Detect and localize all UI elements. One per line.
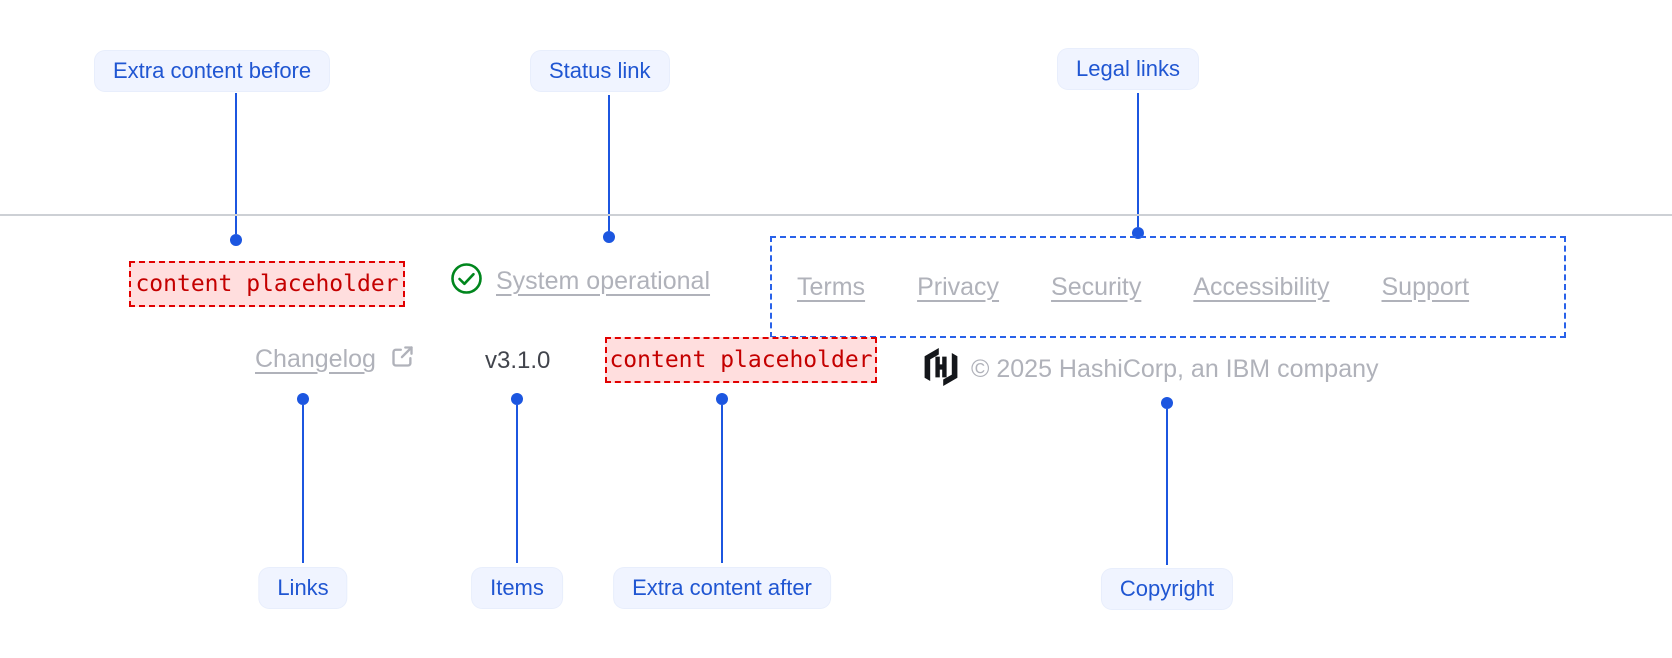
connector-dot xyxy=(511,393,523,405)
connector-line xyxy=(235,93,237,234)
placeholder-text: content placeholder xyxy=(135,271,399,297)
version-item: v3.1.0 xyxy=(485,347,551,374)
legal-link-accessibility[interactable]: Accessibility xyxy=(1193,272,1330,301)
annotation-label-extra-content-before: Extra content before xyxy=(95,51,330,91)
extra-content-before-placeholder: content placeholder xyxy=(129,261,405,307)
footer-top-divider xyxy=(0,214,1672,216)
legal-link-security[interactable]: Security xyxy=(1051,272,1142,301)
connector-line xyxy=(1137,93,1139,227)
connector-line xyxy=(721,405,723,563)
annotation-label-text: Links xyxy=(277,575,329,600)
connector-line xyxy=(516,405,518,563)
connector-line xyxy=(1166,409,1168,565)
legal-link-privacy[interactable]: Privacy xyxy=(917,272,1000,301)
status-link[interactable]: System operational xyxy=(450,262,710,300)
legal-links-highlight-box: Terms Privacy Security Accessibility Sup… xyxy=(770,236,1566,338)
annotation-label-copyright: Copyright xyxy=(1101,569,1233,609)
status-link-label[interactable]: System operational xyxy=(496,266,711,295)
hashicorp-logo-icon xyxy=(924,348,958,391)
annotation-label-legal-links: Legal links xyxy=(1058,49,1198,89)
annotation-label-text: Copyright xyxy=(1119,576,1215,601)
connector-line xyxy=(608,95,610,231)
extra-content-after-placeholder: content placeholder xyxy=(605,337,877,383)
connector-dot xyxy=(603,231,615,243)
annotation-label-status-link: Status link xyxy=(531,51,669,91)
external-link-icon xyxy=(389,343,416,375)
annotation-label-text: Extra content before xyxy=(113,58,312,83)
annotation-label-items: Items xyxy=(472,568,562,608)
legal-link-support[interactable]: Support xyxy=(1381,272,1470,301)
annotation-label-text: Items xyxy=(490,575,544,600)
changelog-link[interactable]: Changelog xyxy=(255,343,416,375)
changelog-link-label[interactable]: Changelog xyxy=(255,344,376,373)
annotation-label-text: Legal links xyxy=(1076,56,1180,81)
check-circle-icon xyxy=(450,262,483,300)
connector-dot xyxy=(716,393,728,405)
connector-dot xyxy=(230,234,242,246)
connector-line xyxy=(302,405,304,563)
annotation-label-text: Extra content after xyxy=(632,575,812,600)
copyright-notice: © 2025 HashiCorp, an IBM company xyxy=(924,348,1379,391)
annotation-label-extra-content-after: Extra content after xyxy=(614,568,830,608)
copyright-text: © 2025 HashiCorp, an IBM company xyxy=(971,355,1379,383)
legal-link-terms[interactable]: Terms xyxy=(797,272,866,301)
annotation-label-text: Status link xyxy=(549,58,651,83)
placeholder-text: content placeholder xyxy=(609,347,873,373)
connector-dot xyxy=(297,393,309,405)
connector-dot xyxy=(1161,397,1173,409)
annotation-label-links: Links xyxy=(259,568,347,608)
